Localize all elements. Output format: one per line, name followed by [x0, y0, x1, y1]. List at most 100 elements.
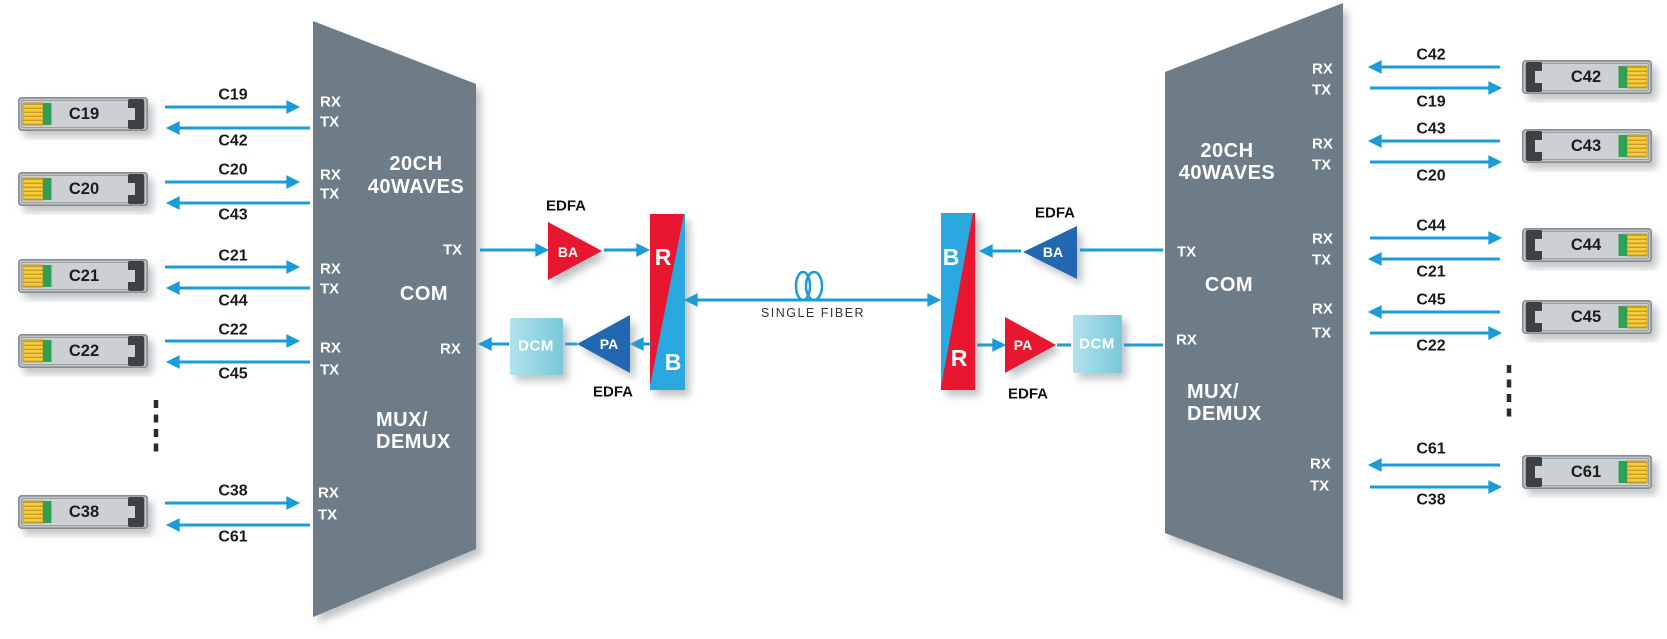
- port-label: TX: [320, 186, 339, 203]
- port-label: RX: [1312, 301, 1333, 318]
- channel-label: C21: [218, 248, 247, 265]
- left-filter-red-label: R: [655, 244, 672, 270]
- port-label: RX: [1312, 61, 1333, 78]
- channel-label: C44: [1416, 218, 1445, 235]
- transceiver-label: C61: [1571, 463, 1601, 481]
- port-label: RX: [1312, 136, 1333, 153]
- fiber-coil-icon: [804, 270, 824, 302]
- channel-label: C22: [1416, 338, 1445, 355]
- transceiver-label: C45: [1571, 308, 1601, 326]
- right-mux-name-line2: DEMUX: [1187, 403, 1262, 425]
- left-pa-edfa-label: EDFA: [593, 384, 633, 401]
- right-mux-com-tx-port: TX: [1177, 244, 1196, 261]
- left-client-links: C19 C42 C20 C43 C21 C44 C22 C45 C38 C61: [165, 87, 310, 546]
- port-label: TX: [1312, 325, 1331, 342]
- left-mux-com-label: COM: [400, 283, 448, 305]
- left-filter-red-section: [650, 214, 684, 386]
- port-label: RX: [318, 485, 339, 502]
- left-transceivers: C19 C20 C21 C22 C38: [17, 97, 159, 530]
- channel-label: C20: [218, 162, 247, 179]
- left-pa-label: PA: [600, 336, 618, 352]
- left-mux-com-tx-port: TX: [443, 242, 462, 259]
- right-pa-label: PA: [1014, 337, 1032, 353]
- transceiver-label: C42: [1571, 68, 1601, 86]
- left-mux-capacity-line1: 20CH: [389, 153, 442, 175]
- port-label: TX: [320, 281, 339, 298]
- port-label: RX: [1312, 231, 1333, 248]
- channel-label: C43: [218, 207, 247, 224]
- right-mux-capacity-line1: 20CH: [1200, 140, 1253, 162]
- port-label: RX: [320, 167, 341, 184]
- channel-label: C44: [218, 293, 247, 310]
- right-dcm-module: [1073, 315, 1122, 373]
- transceiver-label: C20: [69, 180, 99, 198]
- left-mux-capacity-line2: 40WAVES: [368, 176, 465, 198]
- left-mux-name-line2: DEMUX: [376, 431, 451, 453]
- right-pa-preamp-triangle: [1005, 317, 1056, 373]
- channel-label: C38: [218, 483, 247, 500]
- channel-label: C45: [1416, 292, 1445, 309]
- left-mux-name-line1: MUX/: [376, 409, 428, 431]
- port-label: TX: [1312, 82, 1331, 99]
- right-ba-edfa-label: EDFA: [1035, 205, 1075, 222]
- right-mux-demux: 20CH 40WAVES TX COM RX MUX/ DEMUX RX TX …: [1165, 3, 1343, 600]
- right-line-equipment: B R BA EDFA PA EDFA DCM: [941, 205, 1163, 403]
- channel-label: C21: [1416, 264, 1445, 281]
- port-label: TX: [1312, 252, 1331, 269]
- right-blue-red-filter: [941, 213, 975, 390]
- left-dcm-module: [510, 318, 563, 375]
- left-ba-label: BA: [558, 244, 578, 260]
- port-label: TX: [318, 507, 337, 524]
- right-dcm-label: DCM: [1079, 336, 1115, 353]
- left-dcm-label: DCM: [518, 338, 554, 355]
- right-ba-label: BA: [1043, 244, 1063, 260]
- left-ba-edfa-label: EDFA: [546, 198, 586, 215]
- channel-label: C22: [218, 322, 247, 339]
- right-ba-booster-triangle: [1023, 226, 1077, 279]
- right-mux-name-line1: MUX/: [1187, 381, 1239, 403]
- channel-label: C61: [1416, 441, 1445, 458]
- single-fiber-label: SINGLE FIBER: [761, 306, 865, 320]
- right-mux-capacity-line2: 40WAVES: [1179, 162, 1276, 184]
- transceiver-label: C21: [69, 267, 99, 285]
- left-mux-demux: RX TX RX TX RX TX RX TX RX TX 20CH 40WAV…: [313, 21, 476, 617]
- left-pa-preamp-triangle: [577, 315, 630, 373]
- channel-label: C43: [1416, 121, 1445, 138]
- left-red-blue-filter: [650, 214, 685, 390]
- channel-label: C19: [1416, 94, 1445, 111]
- left-ba-booster-triangle: [548, 222, 602, 280]
- right-mux-com-rx-port: RX: [1176, 332, 1197, 349]
- right-client-links: C42 C19 C43 C20 C44 C21 C45 C22 C61 C38: [1367, 47, 1503, 509]
- right-filter-red-label: R: [951, 345, 968, 371]
- right-transceivers: C42 C43 C44 C45 C61: [1506, 59, 1652, 490]
- channel-label: C42: [218, 133, 247, 150]
- right-filter-blue-label: B: [943, 244, 960, 270]
- channel-label: C42: [1416, 47, 1445, 64]
- port-label: RX: [320, 340, 341, 357]
- port-label: RX: [320, 94, 341, 111]
- port-label: TX: [1310, 478, 1329, 495]
- transceiver-label: C22: [69, 342, 99, 360]
- left-mux-com-rx-port: RX: [440, 341, 461, 358]
- channel-label: C38: [1416, 492, 1445, 509]
- port-label: TX: [1312, 157, 1331, 174]
- left-filter-blue-label: B: [665, 349, 682, 375]
- channel-label: C45: [218, 366, 247, 383]
- channel-label: C19: [218, 87, 247, 104]
- left-mux-trapezoid: [313, 21, 476, 617]
- transceiver-label: C43: [1571, 137, 1601, 155]
- right-pa-edfa-label: EDFA: [1008, 386, 1048, 403]
- right-filter-blue-section: [941, 213, 973, 387]
- fiber-coil-icon: [794, 270, 812, 302]
- channel-label: C61: [218, 529, 247, 546]
- port-label: RX: [320, 261, 341, 278]
- channel-label: C20: [1416, 168, 1445, 185]
- right-mux-com-label: COM: [1205, 274, 1253, 296]
- left-line-equipment: BA EDFA R B PA EDFA DCM: [477, 198, 685, 401]
- transceiver-label: C38: [69, 503, 99, 521]
- transceiver-label: C44: [1571, 236, 1602, 254]
- port-label: TX: [320, 114, 339, 131]
- right-mux-trapezoid: [1165, 3, 1343, 600]
